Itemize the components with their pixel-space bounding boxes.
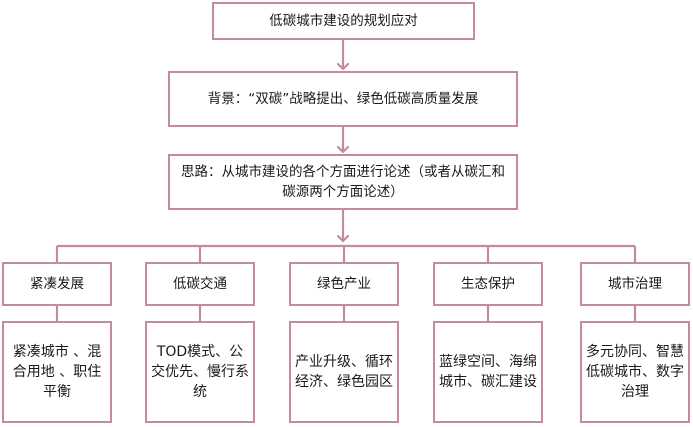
category-box-urban-governance: 城市治理: [580, 262, 690, 306]
detail-box-urban-governance: 多元协同、智慧低碳城市、数字治理: [580, 321, 690, 423]
diagram-title: 低碳城市建设的规划应对: [269, 13, 418, 29]
detail-box-ecological-protection: 蓝绿空间、海绵城市、碳汇建设: [433, 321, 543, 423]
background-text: 背景：“双碳”战略提出、绿色低碳高质量发展: [207, 91, 479, 107]
category-label: 低碳交通: [173, 276, 227, 292]
detail-text: 多元协同、智慧低碳城市、数字治理: [586, 344, 684, 400]
category-label: 城市治理: [608, 276, 662, 292]
category-box-green-industry: 绿色产业: [289, 262, 399, 306]
category-label: 绿色产业: [317, 276, 371, 292]
category-box-low-carbon-transport: 低碳交通: [145, 262, 255, 306]
category-box-compact-development: 紧凑发展: [2, 262, 112, 306]
detail-box-compact-development: 紧凑城市 、混合用地 、职住平衡: [2, 321, 112, 423]
detail-box-low-carbon-transport: TOD模式、公交优先、慢行系统: [145, 321, 255, 423]
category-label: 紧凑发展: [30, 276, 84, 292]
title-box: 低碳城市建设的规划应对: [212, 2, 475, 40]
category-box-ecological-protection: 生态保护: [433, 262, 543, 306]
category-label: 生态保护: [461, 276, 515, 292]
background-box: 背景：“双碳”战略提出、绿色低碳高质量发展: [168, 71, 518, 127]
detail-text: TOD模式、公交优先、慢行系统: [151, 344, 249, 400]
approach-box: 思路：从城市建设的各个方面进行论述（或者从碳汇和碳源两个方面论述）: [168, 154, 518, 210]
detail-box-green-industry: 产业升级、循环经济、绿色园区: [289, 321, 399, 423]
detail-text: 紧凑城市 、混合用地 、职住平衡: [12, 344, 102, 400]
detail-text: 蓝绿空间、海绵城市、碳汇建设: [439, 354, 537, 390]
detail-text: 产业升级、循环经济、绿色园区: [295, 354, 393, 390]
approach-text: 思路：从城市建设的各个方面进行论述（或者从碳汇和碳源两个方面论述）: [181, 164, 505, 200]
